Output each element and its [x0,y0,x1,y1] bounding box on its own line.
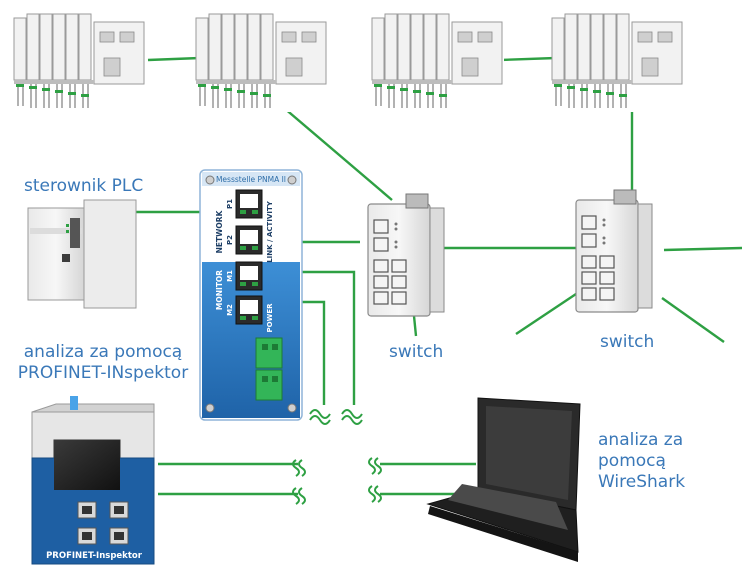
inspector-label-line2: PROFINET-INspektor [17,363,189,383]
link-io2-switch-left [269,95,393,201]
tap-network-label: NETWORK [215,209,224,253]
inspector-label-line1: analiza za pomocą [23,342,183,362]
switch-left-label: switch [389,342,444,362]
io-station-2 [195,9,329,113]
tap-p2-label: P2 [226,235,234,245]
tap-monitor-label: MONITOR [215,270,224,310]
switch-right-label: switch [600,332,655,352]
io-station-3 [371,9,505,113]
laptop-device [426,397,581,562]
link-switch-right-out [663,246,742,252]
tap-m1-label: M1 [226,270,234,282]
wireshark-label-line2: pomocą [598,451,666,471]
break-symbols [292,409,382,505]
link-switch-right-bottom-right [661,297,725,343]
plc-label: sterownik PLC [24,176,144,196]
wireshark-label: analiza za pomocą WireShark [598,430,685,493]
tap-header-label: Messstelle PNMA II [216,175,286,184]
plc-device [27,199,137,309]
inspector-label: analiza za pomocą PROFINET-INspektor [4,342,202,384]
tap-m2-label: M2 [226,304,234,316]
switch-right-device [575,189,653,313]
tap-power-label: POWER [266,303,274,333]
link-io1-io2 [147,56,201,62]
wireshark-label-line3: WireShark [598,472,686,492]
tap-terminal-block [255,337,283,401]
link-io3-io4 [499,56,557,62]
tap-link-activity-label: LINK / ACTIVITY [266,200,274,263]
tap-device: Messstelle PNMA II NETWORK MONITOR P1 P2… [199,169,303,421]
io-station-1 [13,9,147,113]
tap-p1-label: P1 [226,199,234,209]
link-switch-left-bottom [412,315,418,337]
inspector-device: PROFINET-Inspektor [31,396,155,565]
io-station-4 [551,9,685,113]
switch-left-device [367,193,445,317]
wireshark-label-line1: analiza za [598,430,684,450]
inspector-device-name: PROFINET-Inspektor [46,551,143,561]
